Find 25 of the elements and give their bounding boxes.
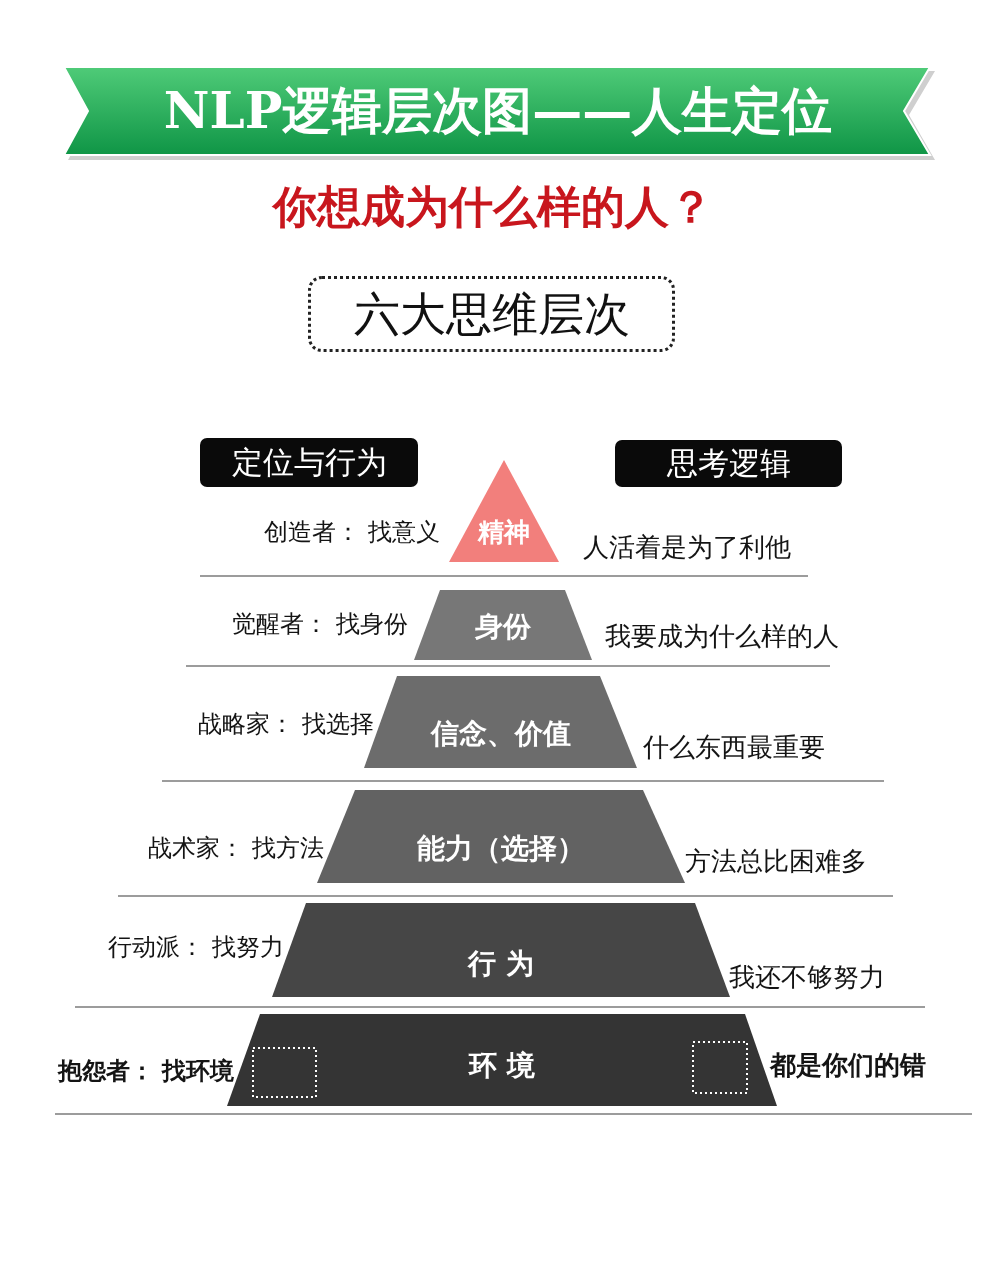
layer-label: 能力（选择） — [417, 832, 585, 866]
column-header: 思考逻辑 — [615, 440, 842, 487]
thinking-statement: 都是你们的错 — [770, 1051, 926, 1081]
pyramid-layer — [414, 590, 592, 660]
role-label: 行动派： 找努力 — [108, 934, 284, 962]
layer-label: 信念、价值 — [430, 717, 571, 751]
role-label: 战术家： 找方法 — [148, 835, 324, 863]
role-label: 战略家： 找选择 — [198, 711, 374, 739]
layer-label: 身份 — [475, 610, 531, 644]
thinking-statement: 人活着是为了利他 — [583, 533, 791, 563]
thinking-statement: 方法总比困难多 — [685, 847, 867, 877]
title-text: NLP逻辑层次图——人生定位 — [163, 82, 833, 140]
layer-label: 行 为 — [468, 947, 534, 981]
thinking-statement: 我要成为什么样的人 — [605, 622, 839, 652]
thinking-statement: 什么东西最重要 — [643, 733, 825, 763]
layer-label: 环 境 — [469, 1049, 535, 1083]
layer-label: 精神 — [478, 518, 530, 548]
column-header: 定位与行为 — [200, 438, 418, 487]
thinking-statement: 我还不够努力 — [729, 963, 885, 993]
role-label: 觉醒者： 找身份 — [232, 611, 408, 639]
role-label: 创造者： 找意义 — [264, 519, 440, 547]
dotted-title-box: 六大思维层次 — [308, 276, 675, 352]
pyramid-apex-triangle — [449, 460, 559, 562]
role-label: 抱怨者： 找环境 — [57, 1058, 234, 1086]
subtitle: 你想成为什么样的人？ — [272, 182, 713, 233]
